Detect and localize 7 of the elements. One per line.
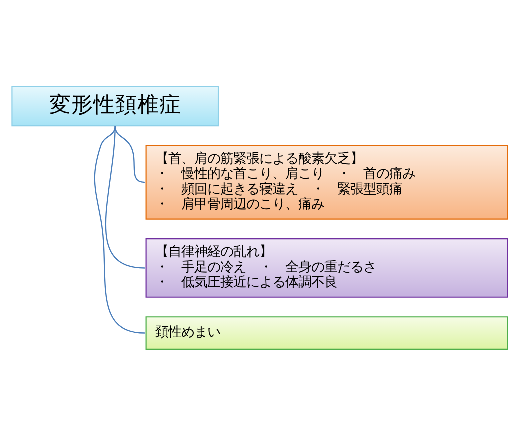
node-box: 変形性頚椎症: [12, 86, 220, 127]
node-box: 【自律神経の乱れ】 ・ 手足の冷え ・ 全身の重だるさ ・ 低気圧接近による体調不良: [146, 238, 508, 298]
connector: [105, 126, 146, 269]
connector: [114, 126, 146, 184]
connector: [94, 126, 146, 334]
node-box: 【首、肩の筋緊張による酸素欠乏】 ・ 慢性的な首こり、肩こり ・ 首の痛み ・ 頻回に起きる寝違え ・ 緊張型頭痛 ・ 肩甲骨周辺のこり、痛み: [146, 145, 508, 220]
node-box: 頚性めまい: [146, 316, 508, 350]
